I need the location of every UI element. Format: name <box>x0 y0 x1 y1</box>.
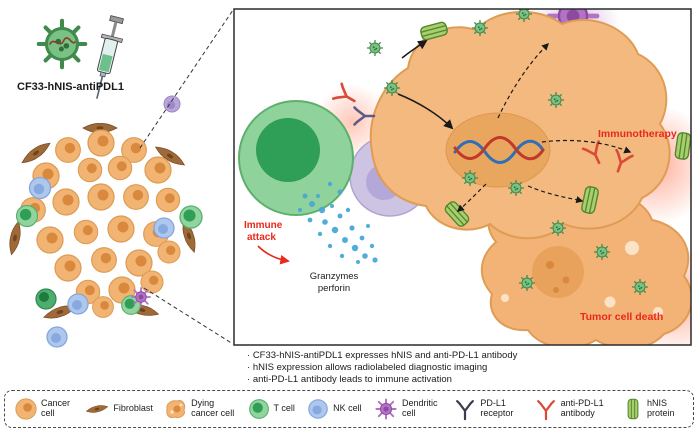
pdl1-receptor-icon <box>456 400 475 421</box>
immune-attack-label: attack <box>247 232 276 243</box>
zoom-connector-lines <box>139 9 234 345</box>
virus-label: CF33-hNIS-antiPDL1 <box>17 81 124 93</box>
infected-tumor-cell <box>369 10 671 240</box>
immune-attack-arrow <box>257 245 290 265</box>
legend-item: Dying cancer cell <box>165 398 235 420</box>
fibroblast-icon <box>85 403 110 415</box>
dying-cancer-cell-icon <box>166 400 186 418</box>
legend-label: Dendritic cell <box>402 398 438 418</box>
note-line: hNIS expression allows radiolabeled diag… <box>247 362 517 374</box>
note-line: CF33-hNIS-antiPDL1 expresses hNIS and an… <box>247 350 518 362</box>
legend-item: anti-PD-L1 antibody <box>535 397 611 421</box>
legend-item: T cell <box>248 398 295 420</box>
panel-border <box>233 8 692 346</box>
oncolytic-virus-icon <box>39 21 86 68</box>
hnis-protein-icon <box>627 398 639 420</box>
immunotherapy-label: Immunotherapy <box>598 128 677 140</box>
t-cell-icon <box>179 205 203 229</box>
peripheral-cells <box>35 95 203 348</box>
immune-attack-label: Immune <box>244 220 283 231</box>
syringe-icon <box>96 15 124 99</box>
legend-item: Fibroblast <box>85 400 153 418</box>
granzymes-label: perforin <box>318 283 350 294</box>
t-cell-icon <box>248 399 269 419</box>
hnis-protein-icon <box>674 131 691 161</box>
granzymes-label: Granzymes <box>310 271 359 282</box>
legend-label: PD-L1 receptor <box>480 398 514 418</box>
legend-item: Cancer cell <box>15 398 73 420</box>
legend-label: T cell <box>273 403 295 414</box>
figure-notes: CF33-hNIS-antiPDL1 expresses hNIS and an… <box>247 350 518 386</box>
legend-item: Dendritic cell <box>374 397 442 421</box>
t-cell-large <box>238 100 354 216</box>
legend-label: NK cell <box>333 403 362 414</box>
legend-label: anti-PD-L1 antibody <box>560 398 604 418</box>
panel-content: Immune attack Granzymes perforin Immunot… <box>238 9 691 345</box>
cancer-cell-icon <box>15 398 37 420</box>
entry-arrows <box>397 39 454 130</box>
legend-label: Dying cancer cell <box>191 398 235 418</box>
legend-label: hNIS protein <box>647 398 675 418</box>
legend-label: Cancer cell <box>41 398 71 418</box>
legend-item: hNIS protein <box>623 397 683 421</box>
legend-label: Fibroblast <box>113 403 153 414</box>
nk-cell-icon <box>163 95 181 113</box>
dendritic-cell-icon <box>375 398 397 420</box>
viral-dna-icon <box>453 136 545 164</box>
tumor-cell-death-label: Tumor cell death <box>580 311 663 323</box>
tumor-mass <box>6 122 200 323</box>
dendritic-cell-icon <box>131 287 151 307</box>
legend-item: NK cell <box>307 398 362 420</box>
granzyme-dots <box>298 181 378 264</box>
legend: Cancer cell Fibroblast Dying cancer cell… <box>4 390 694 428</box>
expression-arrows <box>456 42 632 212</box>
t-cell-icon <box>35 288 57 310</box>
anti-pdl1-antibody-icon <box>536 400 555 421</box>
illustration-scene: CF33-hNIS-antiPDL1 <box>6 8 692 348</box>
note-line: anti-PD-L1 antibody leads to immune acti… <box>247 374 517 386</box>
nk-cell-icon <box>46 326 68 348</box>
nk-cell-icon <box>308 399 328 419</box>
legend-item: PD-L1 receptor <box>454 397 522 421</box>
